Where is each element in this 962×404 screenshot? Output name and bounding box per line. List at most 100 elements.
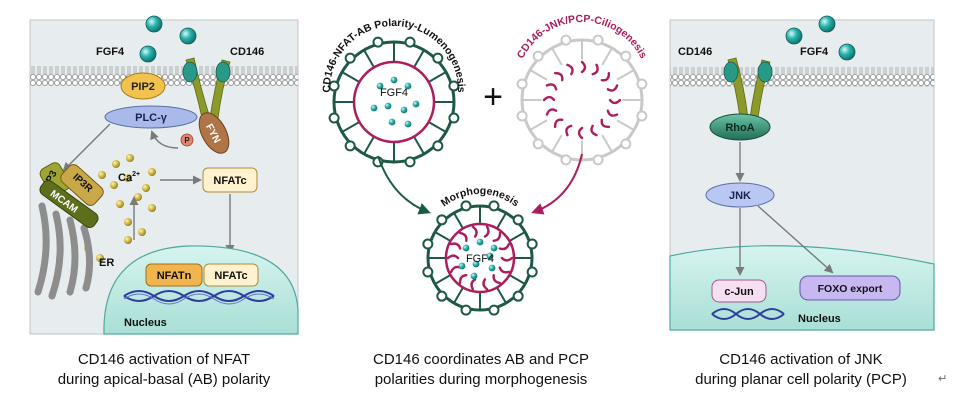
cyst-cell-bulge — [460, 304, 472, 316]
foxo-export-box — [799, 275, 901, 301]
phospho-label: P — [184, 136, 190, 145]
right-caption: CD146 activation of JNK during planar ce… — [668, 350, 934, 390]
ab-to-morph-arrow — [377, 155, 431, 215]
fyn-kinase: FYN — [198, 112, 230, 154]
fgf4-ligand — [139, 45, 157, 63]
cilium — [600, 118, 611, 129]
cjun-label: c-Jun — [724, 286, 754, 298]
fgf4-particle — [390, 76, 398, 84]
cilium — [492, 231, 502, 242]
fgf4-particle — [488, 264, 496, 272]
left-membrane — [30, 66, 298, 86]
cyst-cell-bulge — [592, 34, 604, 46]
cyst-cell-boundary — [616, 69, 635, 81]
cyst-cell-bulge — [592, 154, 604, 166]
plc-to-ip3-arrow — [62, 123, 111, 172]
fgf4-particle — [370, 104, 378, 112]
cyst-cell-boundary — [434, 231, 452, 242]
cyst-cell-boundary — [434, 274, 452, 285]
fgf4-particle — [376, 82, 384, 90]
foxo-export-label: FOXO export — [818, 283, 883, 295]
cyst-cell-boundary — [601, 47, 613, 66]
cilium — [553, 118, 564, 129]
fgf4-particle — [472, 260, 480, 268]
fgf4-particle — [404, 82, 412, 90]
right-fgf4-label: FGF4 — [800, 46, 829, 58]
cd146-label: CD146 — [230, 46, 264, 58]
dna-helix — [123, 290, 275, 305]
cyst-cell-boundary — [363, 136, 375, 155]
fgf4-particle — [458, 262, 466, 270]
fgf4-ligand — [818, 15, 836, 33]
cyst-cell-boundary — [551, 47, 563, 66]
cyst-cell-boundary — [616, 119, 635, 131]
fyn-to-plc-arrow — [150, 130, 179, 149]
cyst-cell-bulge — [404, 156, 416, 168]
cyst-cell-bulge — [344, 52, 356, 64]
cyst-cell-bulge — [620, 138, 632, 150]
fgf4-particle — [490, 244, 498, 252]
rhoa-label: RhoA — [725, 122, 754, 134]
center-caption-line-2: polarities during morphogenesis — [374, 371, 588, 388]
cyst-cell-boundary — [508, 274, 526, 285]
cilium — [600, 71, 611, 82]
center-panel: CD146-NFAT-AB Polarity-Lumenogenesis FGF… — [321, 13, 649, 316]
left-caption-line-1: CD146 activation of NFAT — [77, 351, 251, 368]
cilium — [446, 254, 460, 260]
fgf4-particle — [412, 100, 420, 108]
cilium — [545, 108, 558, 116]
cilium — [500, 256, 514, 262]
cyst-cell-bulge — [560, 154, 572, 166]
cyst-cell-bulge — [404, 36, 416, 48]
fgf4-ligand — [145, 15, 163, 33]
cyst-cell-bulge — [526, 266, 538, 278]
cyst-cell-boundary — [529, 69, 548, 81]
cyst-cell-bulge — [516, 78, 528, 90]
cyst-cell-bulge — [422, 238, 434, 250]
cyst-cell-bulge — [516, 110, 528, 122]
cilium — [542, 95, 556, 102]
nfatn-box — [145, 263, 203, 287]
paragraph-mark: ↵ — [938, 372, 948, 385]
cyst-cell-boundary — [453, 212, 464, 230]
cyst-cell-bulge — [532, 138, 544, 150]
cyst-cell-boundary — [363, 49, 375, 68]
cilium — [566, 63, 574, 76]
pcp-ciliogenesis-cyst — [516, 34, 648, 166]
fgf4-lumen-label: FGF4 — [380, 87, 408, 99]
cilium — [471, 225, 478, 238]
cyst-cell-boundary — [551, 134, 563, 153]
cyst-cell-bulge — [526, 238, 538, 250]
nfatc-box — [202, 167, 258, 193]
cyst-cell-boundary — [496, 212, 507, 230]
cilium — [449, 242, 462, 250]
cyst-cell-boundary — [453, 286, 464, 304]
left-panel: FGF4 CD146 PIP2 PLC-γ FYN P — [29, 15, 299, 335]
nfatc-nucleus-label: NFATc — [214, 270, 247, 282]
fgf4-particle — [476, 238, 484, 246]
cilium — [606, 109, 619, 117]
cd146-receptor — [182, 57, 231, 119]
jnk-badge — [705, 182, 775, 208]
right-panel: CD146 FGF4 RhoA JNK c-Jun FOXO export Nu… — [669, 15, 935, 331]
pip2-badge — [120, 72, 166, 100]
cyst-cell-bulge — [488, 200, 500, 212]
fgf4-morph-label: FGF4 — [466, 253, 494, 265]
cyst-cell-boundary — [413, 136, 425, 155]
cyst-cell-bulge — [448, 80, 460, 92]
cyst-cell-bulge — [422, 266, 434, 278]
cilium — [545, 83, 558, 91]
cjun-box — [711, 279, 767, 303]
cilium — [498, 266, 511, 274]
ab-polarity-cyst — [328, 36, 460, 168]
plc-gamma-badge — [104, 105, 198, 129]
calcium-ions — [84, 154, 156, 262]
cilium — [591, 63, 599, 76]
cyst-cell-bulge — [372, 36, 384, 48]
fgf4-ligand — [785, 27, 803, 45]
cyst-cell-boundary — [508, 231, 526, 242]
cyst-cell-boundary — [428, 121, 447, 133]
ip3r-complex: IP3 IP3R MCAM — [39, 162, 104, 228]
cyst-cell-bulge — [512, 290, 524, 302]
